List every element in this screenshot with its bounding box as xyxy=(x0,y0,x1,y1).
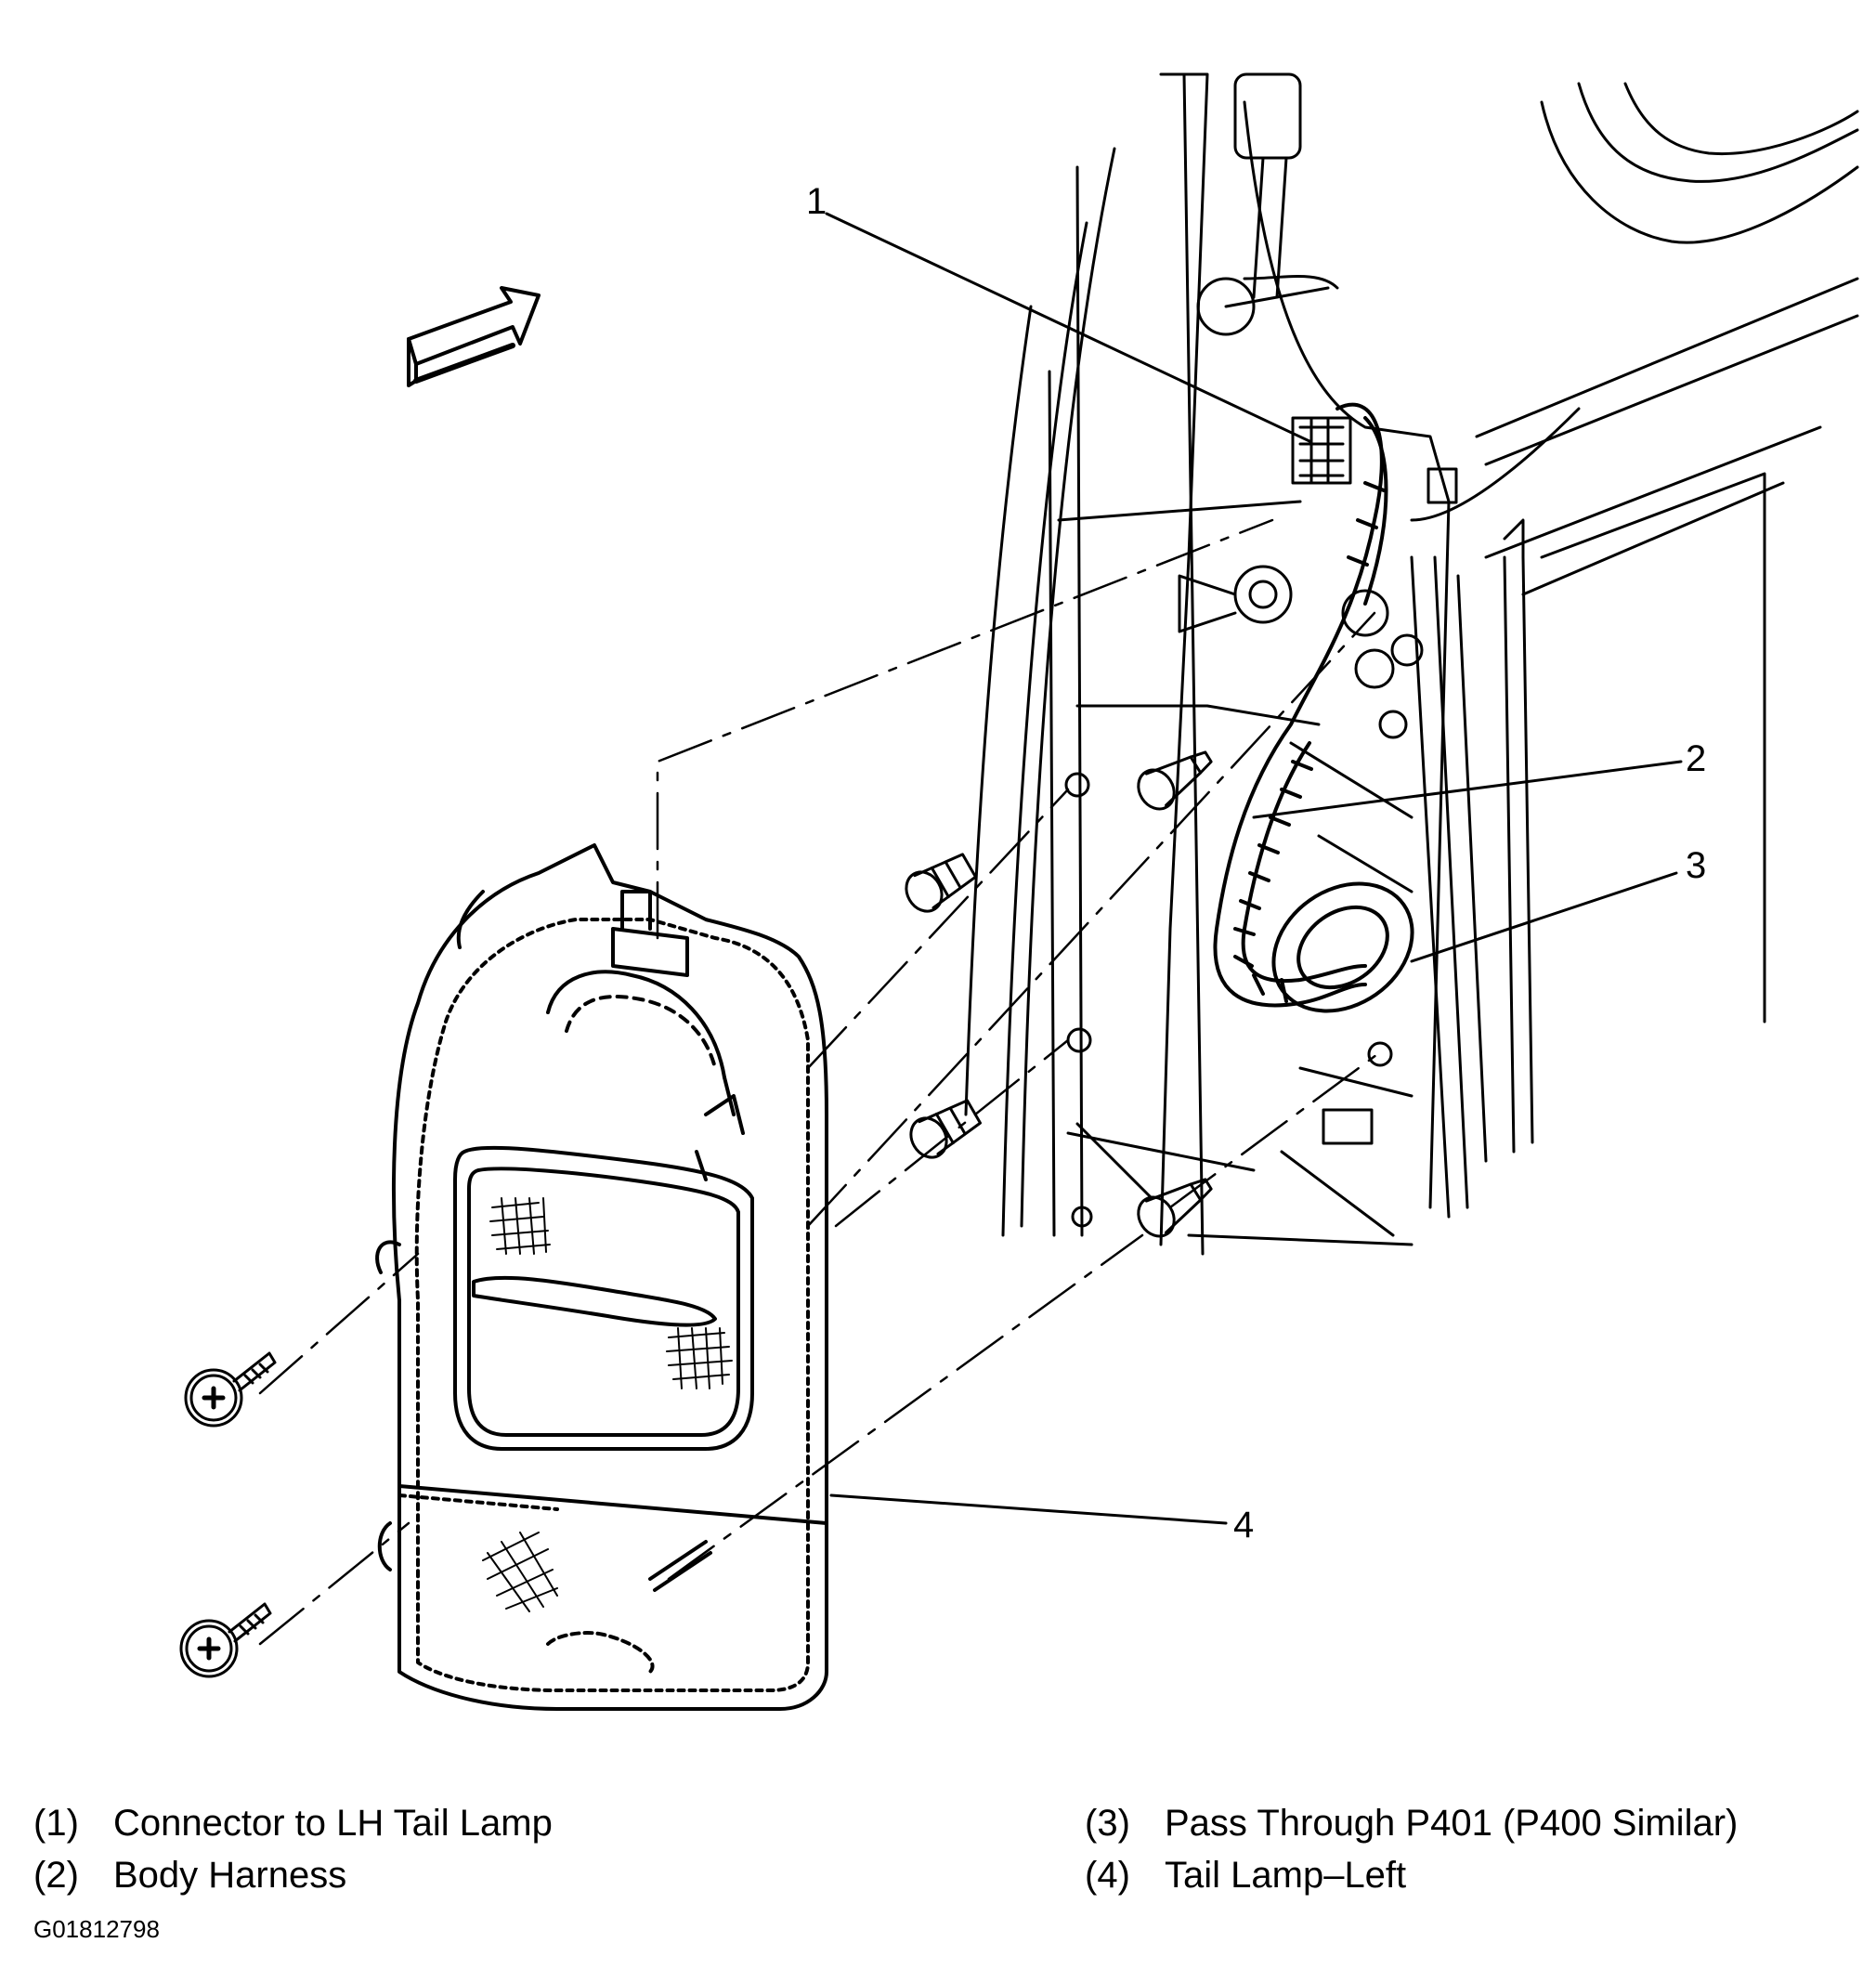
legend-item: (1) Connector to LH Tail Lamp xyxy=(33,1797,553,1849)
legend-item: (2) Body Harness xyxy=(33,1849,553,1901)
legend-right: (3) Pass Through P401 (P400 Similar) (4)… xyxy=(1085,1797,1738,1901)
legend-number: (1) xyxy=(33,1803,79,1844)
legend-text: Tail Lamp–Left xyxy=(1165,1855,1407,1896)
legend-item: (4) Tail Lamp–Left xyxy=(1085,1849,1738,1901)
figure-id: G01812798 xyxy=(33,1915,160,1943)
leader-lines xyxy=(825,212,1683,1525)
legend-text: Connector to LH Tail Lamp xyxy=(113,1803,553,1844)
legend-text: Pass Through P401 (P400 Similar) xyxy=(1165,1803,1739,1844)
body-harness xyxy=(1213,402,1388,1008)
legend-number: (2) xyxy=(33,1855,79,1896)
grommet-icon xyxy=(1271,881,1414,1013)
legend-left: (1) Connector to LH Tail Lamp (2) Body H… xyxy=(33,1797,553,1901)
forward-arrow-icon xyxy=(407,286,541,387)
legend-number: (4) xyxy=(1085,1855,1130,1896)
callout-2: 2 xyxy=(1686,738,1706,779)
body-fasteners xyxy=(1064,467,1458,1228)
callout-1: 1 xyxy=(806,181,827,222)
screw-icon xyxy=(179,1351,277,1678)
legend-number: (3) xyxy=(1085,1803,1130,1844)
tail-lamp-diagram: 1 2 3 4 xyxy=(179,72,1859,1711)
liftgate-strut xyxy=(1196,72,1339,336)
lamp-studs xyxy=(1137,750,1213,1238)
vehicle-body xyxy=(964,72,1859,1256)
connector-icon xyxy=(1291,416,1352,485)
alignment-lines xyxy=(258,518,1386,1646)
retainer-icon xyxy=(905,853,982,1159)
legend-item: (3) Pass Through P401 (P400 Similar) xyxy=(1085,1797,1738,1849)
callout-4: 4 xyxy=(1233,1505,1254,1545)
tail-lamp-assembly xyxy=(375,843,828,1711)
callout-3: 3 xyxy=(1686,845,1706,886)
legend-text: Body Harness xyxy=(113,1855,347,1896)
